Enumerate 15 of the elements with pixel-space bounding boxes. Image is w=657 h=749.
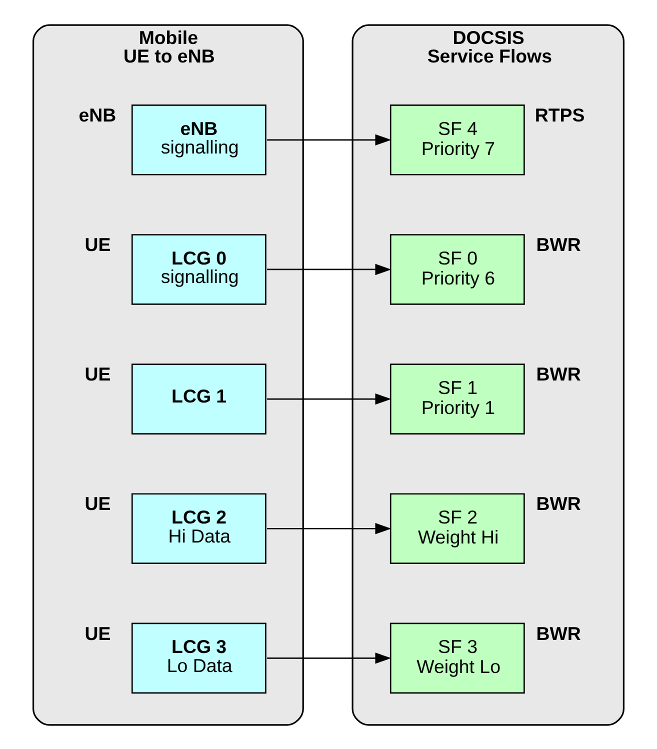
node-label: BWR	[536, 622, 581, 644]
node-label: RTPS	[534, 104, 585, 125]
node-label: BWR	[536, 234, 581, 255]
node-label: UE	[84, 234, 111, 255]
node-label: BWR	[536, 363, 581, 384]
arrow	[267, 263, 392, 275]
node-label: BWR	[536, 492, 581, 514]
arrow	[267, 652, 392, 664]
arrow	[267, 522, 392, 534]
node-label: eNB	[78, 104, 116, 125]
node-label: UE	[84, 363, 111, 384]
arrow	[267, 392, 392, 404]
node-label: UE	[84, 492, 111, 514]
arrow	[267, 134, 392, 146]
node-label: UE	[84, 622, 111, 644]
